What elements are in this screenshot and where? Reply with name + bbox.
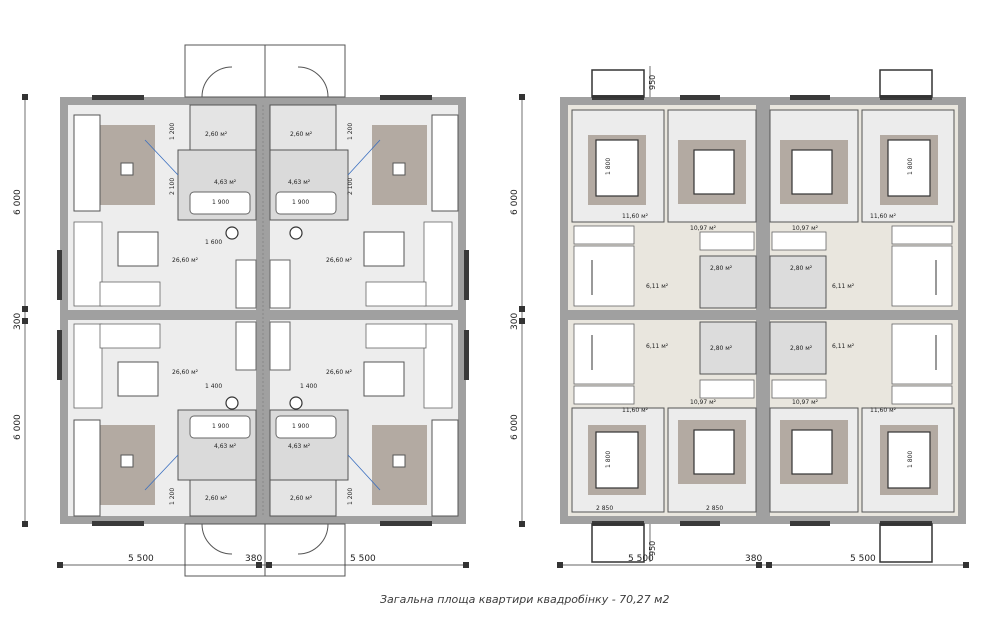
area-wc-br: 2,80 м² (790, 345, 813, 352)
dim-2850-br: 2 850 (706, 505, 723, 512)
area-wc-bl: 2,80 м² (710, 345, 733, 352)
dim-bottom-left-5500: 5 500 (128, 554, 154, 564)
area-hall-bl: 6,11 м² (646, 343, 669, 350)
dim-1200-br: 1 200 (347, 488, 354, 505)
dim-1800-br: 1 800 (907, 451, 914, 468)
area-bedroom2-tl: 10,97 м² (690, 225, 717, 232)
upper-floor-plan (560, 69, 966, 563)
dim-1800-tl: 1 800 (605, 158, 612, 175)
area-wc-tl: 2,80 м² (710, 265, 733, 272)
area-living-bl: 26,60 м² (172, 369, 199, 376)
dim-1400-bl: 1 400 (205, 383, 222, 390)
dim-950-bottom: 950 (648, 541, 657, 556)
dim-bottom-right-380: 380 (745, 554, 762, 564)
area-bedroom1-tl: 11,60 м² (622, 213, 649, 220)
dim-1200-bl: 1 200 (169, 488, 176, 505)
area-living-tl: 26,60 м² (172, 257, 199, 264)
dim-1600-tl: 1 600 (205, 239, 222, 246)
area-wc-tr: 2,80 м² (790, 265, 813, 272)
area-living-tr: 26,60 м² (326, 257, 353, 264)
area-vest-br: 2,60 м² (290, 495, 313, 502)
dim-1900-br: 1 900 (292, 423, 309, 430)
area-bedroom1-bl: 11,60 м² (622, 407, 649, 414)
area-bedroom2-br: 10,97 м² (792, 399, 819, 406)
dim-1900-bl: 1 900 (212, 423, 229, 430)
dim-left-top-6000: 6 000 (13, 189, 23, 215)
dim-left-300: 300 (13, 313, 23, 330)
dim-1900-tl: 1 900 (212, 199, 229, 206)
area-vest-bl: 2,60 м² (205, 495, 228, 502)
area-bath-bl: 4,63 м² (214, 443, 237, 450)
dim-1900-tr: 1 900 (292, 199, 309, 206)
dim-bottom-right-5500: 5 500 (628, 554, 654, 564)
dim-1200-tr: 1 200 (347, 123, 354, 140)
dim-1200-tl: 1 200 (169, 123, 176, 140)
area-hall-tl: 6,11 м² (646, 283, 669, 290)
dim-2850-bl: 2 850 (596, 505, 613, 512)
area-bath-tr: 4,63 м² (288, 179, 311, 186)
dim-right-300: 300 (510, 313, 520, 330)
dim-bottom-right-5500-b: 5 500 (850, 554, 876, 564)
area-living-br: 26,60 м² (326, 369, 353, 376)
total-area-caption: Загальна площа квартири квадробінку - 70… (380, 593, 669, 606)
dim-left-bottom-6000: 6 000 (13, 414, 23, 440)
ground-floor-plan (57, 44, 469, 577)
dim-950-top: 950 (648, 75, 657, 90)
area-bath-br: 4,63 м² (288, 443, 311, 450)
area-bedroom1-br: 11,60 м² (870, 407, 897, 414)
dim-bottom-left-380: 380 (245, 554, 262, 564)
area-bath-tl: 4,63 м² (214, 179, 237, 186)
dim-1800-tr: 1 800 (907, 158, 914, 175)
area-bedroom2-tr: 10,97 м² (792, 225, 819, 232)
dim-right-top-6000: 6 000 (510, 189, 520, 215)
area-hall-tr: 6,11 м² (832, 283, 855, 290)
dim-1800-bl: 1 800 (605, 451, 612, 468)
dim-right-bottom-6000: 6 000 (510, 414, 520, 440)
area-bedroom2-bl: 10,97 м² (690, 399, 717, 406)
dim-2100-tr: 2 100 (347, 178, 354, 195)
dim-bottom-left-5500-b: 5 500 (350, 554, 376, 564)
dim-2100-tl: 2 100 (169, 178, 176, 195)
area-bedroom1-tr: 11,60 м² (870, 213, 897, 220)
area-vest-tl: 2,60 м² (205, 131, 228, 138)
dim-1400-br: 1 400 (300, 383, 317, 390)
area-hall-br: 6,11 м² (832, 343, 855, 350)
area-vest-tr: 2,60 м² (290, 131, 313, 138)
